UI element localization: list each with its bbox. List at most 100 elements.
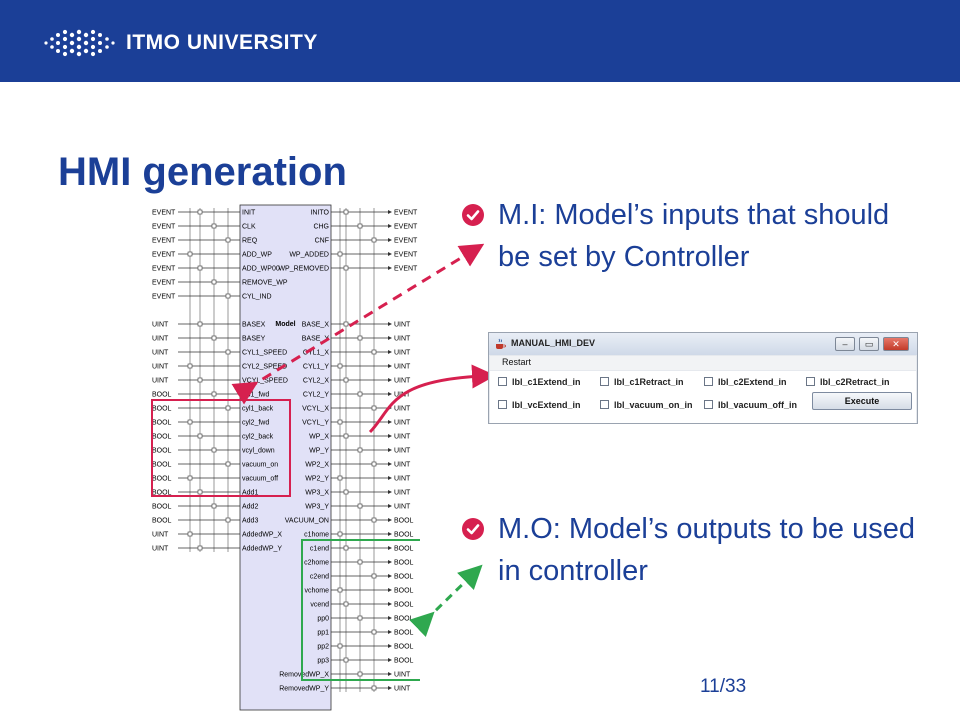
wire-connector: [225, 461, 231, 467]
right-port-label: vcend: [310, 602, 329, 609]
wire-connector: [211, 279, 217, 285]
wire-connector: [371, 573, 377, 579]
right-port-label: WP_X: [309, 434, 329, 441]
close-button[interactable]: ✕: [883, 337, 909, 351]
wire-connector: [371, 685, 377, 691]
right-port-label: WP3_X: [305, 490, 329, 497]
checkbox-label: lbl_vacuum_on_in: [614, 400, 693, 410]
left-type-label: UINT: [152, 350, 169, 357]
wire-connector: [187, 251, 193, 257]
wire-connector: [337, 475, 343, 481]
wire-connector: [343, 657, 349, 663]
left-port-label: Add3: [242, 518, 258, 525]
wire-connector: [187, 419, 193, 425]
wire-connector: [357, 503, 363, 509]
wire-connector: [187, 531, 193, 537]
left-port-label: vcyl_down: [242, 448, 275, 455]
wire-connector: [371, 461, 377, 467]
checkbox-box[interactable]: [600, 400, 609, 409]
right-type-label: EVENT: [394, 210, 418, 217]
right-port-label: INITO: [310, 210, 329, 217]
manual-hmi-window: MANUAL_HMI_DEV – ▭ ✕ Restart lbl_c1Exten…: [488, 332, 918, 424]
minimize-button[interactable]: –: [835, 337, 855, 351]
right-port-label: VCYL_Y: [302, 420, 329, 427]
left-type-label: BOOL: [152, 392, 172, 399]
right-type-label: BOOL: [394, 588, 414, 595]
bullet-text: M.I: Model’s inputs that should be set b…: [498, 199, 890, 273]
wire-connector: [357, 223, 363, 229]
left-type-label: UINT: [152, 364, 169, 371]
wire-connector: [197, 321, 203, 327]
right-type-label: BOOL: [394, 644, 414, 651]
left-type-label: BOOL: [152, 434, 172, 441]
slide-title: HMI generation: [58, 150, 347, 194]
left-type-label: BOOL: [152, 490, 172, 497]
wire-connector: [211, 391, 217, 397]
right-type-label: UINT: [394, 462, 411, 469]
left-type-label: UINT: [152, 546, 169, 553]
right-port-label: c2end: [310, 574, 329, 581]
checkbox-box[interactable]: [806, 377, 815, 386]
right-type-label: UINT: [394, 504, 411, 511]
checkbox-box[interactable]: [704, 400, 713, 409]
right-port-label: WP2_Y: [305, 476, 329, 483]
wire-arrow: [388, 476, 392, 480]
left-type-label: UINT: [152, 336, 169, 343]
wire-arrow: [388, 574, 392, 578]
left-type-label: BOOL: [152, 462, 172, 469]
right-port-label: pp2: [317, 644, 329, 651]
page-number: 11/33: [700, 676, 747, 697]
execute-button[interactable]: Execute: [812, 392, 912, 410]
wire-connector: [225, 349, 231, 355]
right-port-label: pp1: [317, 630, 329, 637]
wire-arrow: [388, 504, 392, 508]
right-port-label: CNF: [315, 238, 329, 245]
left-type-label: BOOL: [152, 448, 172, 455]
wire-arrow: [388, 644, 392, 648]
wire-connector: [225, 293, 231, 299]
wire-connector: [225, 517, 231, 523]
right-type-label: UINT: [394, 434, 411, 441]
right-port-label: RemovedWP_X: [279, 672, 329, 679]
checkbox-box[interactable]: [704, 377, 713, 386]
menu-restart[interactable]: Restart: [502, 357, 532, 367]
wire-arrow: [388, 448, 392, 452]
left-type-label: BOOL: [152, 420, 172, 427]
right-type-label: UINT: [394, 686, 411, 693]
right-type-label: EVENT: [394, 238, 418, 245]
brand-name: ITMO UNIVERSITY: [126, 31, 318, 54]
right-type-label: UINT: [394, 448, 411, 455]
checkbox-panel: lbl_c1Extend_in lbl_c1Retract_in lbl_c2E…: [490, 371, 916, 423]
left-type-label: EVENT: [152, 266, 176, 273]
checkbox-box[interactable]: [498, 377, 507, 386]
right-port-label: pp0: [317, 616, 329, 623]
right-type-label: BOOL: [394, 574, 414, 581]
left-type-label: EVENT: [152, 238, 176, 245]
maximize-button[interactable]: ▭: [859, 337, 879, 351]
left-type-label: BOOL: [152, 476, 172, 483]
check-circle-icon: [462, 518, 484, 540]
left-port-label: AddedWP_Y: [242, 546, 282, 553]
wire-arrow: [388, 238, 392, 242]
right-port-label: WP_Y: [309, 448, 329, 455]
curved-arrow-to-window: [368, 364, 496, 434]
left-type-label: EVENT: [152, 224, 176, 231]
right-type-label: BOOL: [394, 546, 414, 553]
wire-connector: [357, 615, 363, 621]
right-type-label: BOOL: [394, 532, 414, 539]
checkbox-box[interactable]: [600, 377, 609, 386]
wire-connector: [211, 503, 217, 509]
left-port-label: vacuum_off: [242, 476, 278, 483]
wire-connector: [337, 643, 343, 649]
wire-connector: [337, 419, 343, 425]
wire-connector: [357, 447, 363, 453]
itmo-logo-icon: [44, 29, 115, 57]
wire-connector: [343, 433, 349, 439]
wire-connector: [225, 237, 231, 243]
wire-arrow: [388, 462, 392, 466]
left-type-label: BOOL: [152, 518, 172, 525]
wire-arrow: [388, 210, 392, 214]
left-port-label: cyl2_fwd: [242, 420, 269, 427]
checkbox-box[interactable]: [498, 400, 507, 409]
wire-connector: [197, 377, 203, 383]
